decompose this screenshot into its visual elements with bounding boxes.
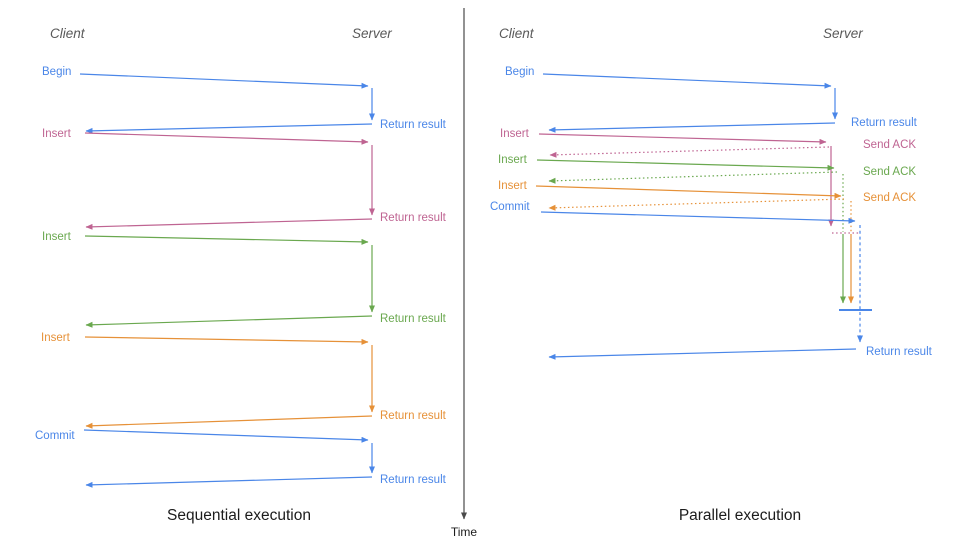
message-label: Commit bbox=[35, 430, 75, 442]
request-arrow bbox=[83, 429, 369, 443]
message-label: Begin bbox=[42, 66, 71, 78]
time-axis: Time bbox=[451, 8, 478, 539]
message-label: Insert bbox=[498, 180, 528, 192]
request-arrow bbox=[540, 211, 856, 224]
return-arrow bbox=[85, 315, 373, 328]
return-result-label: Return result bbox=[380, 313, 447, 325]
request-arrow bbox=[84, 235, 369, 245]
client-heading: Client bbox=[499, 26, 535, 41]
message-insert-3: Insert Return result bbox=[41, 332, 447, 429]
request-arrow bbox=[536, 159, 835, 171]
server-heading: Server bbox=[352, 26, 392, 41]
return-arrow bbox=[548, 348, 857, 360]
request-arrow bbox=[84, 336, 369, 345]
ack-return-arrow bbox=[548, 171, 838, 184]
return-arrow bbox=[85, 218, 373, 230]
message-begin: Begin Return result bbox=[505, 66, 918, 133]
panel-title: Parallel execution bbox=[679, 507, 801, 524]
request-arrow bbox=[84, 132, 369, 145]
message-label: Begin bbox=[505, 66, 534, 78]
request-arrow bbox=[535, 185, 842, 199]
message-commit: Commit Return result bbox=[35, 429, 447, 488]
return-arrow bbox=[85, 415, 373, 429]
message-insert-3: Insert Send ACK bbox=[498, 180, 916, 304]
server-heading: Server bbox=[823, 26, 863, 41]
send-ack-label: Send ACK bbox=[863, 139, 916, 151]
message-insert-1: Insert Return result bbox=[42, 128, 447, 230]
request-arrow bbox=[79, 73, 369, 89]
message-insert-1: Insert Send ACK bbox=[500, 128, 916, 234]
request-arrow bbox=[542, 73, 832, 89]
return-result-label: Return result bbox=[851, 117, 918, 129]
sequential-panel: Client Server Begin Return result Insert… bbox=[35, 26, 447, 524]
ack-return-arrow bbox=[549, 146, 830, 158]
ack-return-arrow bbox=[548, 198, 845, 211]
return-result-label: Return result bbox=[380, 119, 447, 131]
message-insert-2: Insert Return result bbox=[42, 231, 447, 328]
panel-title: Sequential execution bbox=[167, 507, 311, 524]
send-ack-label: Send ACK bbox=[863, 166, 916, 178]
return-result-label: Return result bbox=[866, 346, 933, 358]
time-axis-label: Time bbox=[451, 525, 478, 539]
message-label: Insert bbox=[42, 128, 72, 140]
message-label: Commit bbox=[490, 201, 530, 213]
message-insert-2: Insert Send ACK bbox=[498, 154, 916, 304]
client-heading: Client bbox=[50, 26, 86, 41]
message-label: Insert bbox=[42, 231, 72, 243]
return-result-label: Return result bbox=[380, 212, 447, 224]
message-label: Insert bbox=[41, 332, 71, 344]
send-ack-label: Send ACK bbox=[863, 192, 916, 204]
request-arrow bbox=[538, 133, 827, 145]
return-result-label: Return result bbox=[380, 474, 447, 486]
return-arrow bbox=[85, 476, 373, 488]
return-arrow bbox=[548, 122, 836, 133]
parallel-panel: Client Server Begin Return result Insert… bbox=[490, 26, 933, 524]
return-result-label: Return result bbox=[380, 410, 447, 422]
message-commit: Commit Return result bbox=[490, 201, 933, 360]
message-label: Insert bbox=[500, 128, 530, 140]
message-begin: Begin Return result bbox=[42, 66, 447, 134]
message-label: Insert bbox=[498, 154, 528, 166]
return-arrow bbox=[85, 123, 373, 134]
